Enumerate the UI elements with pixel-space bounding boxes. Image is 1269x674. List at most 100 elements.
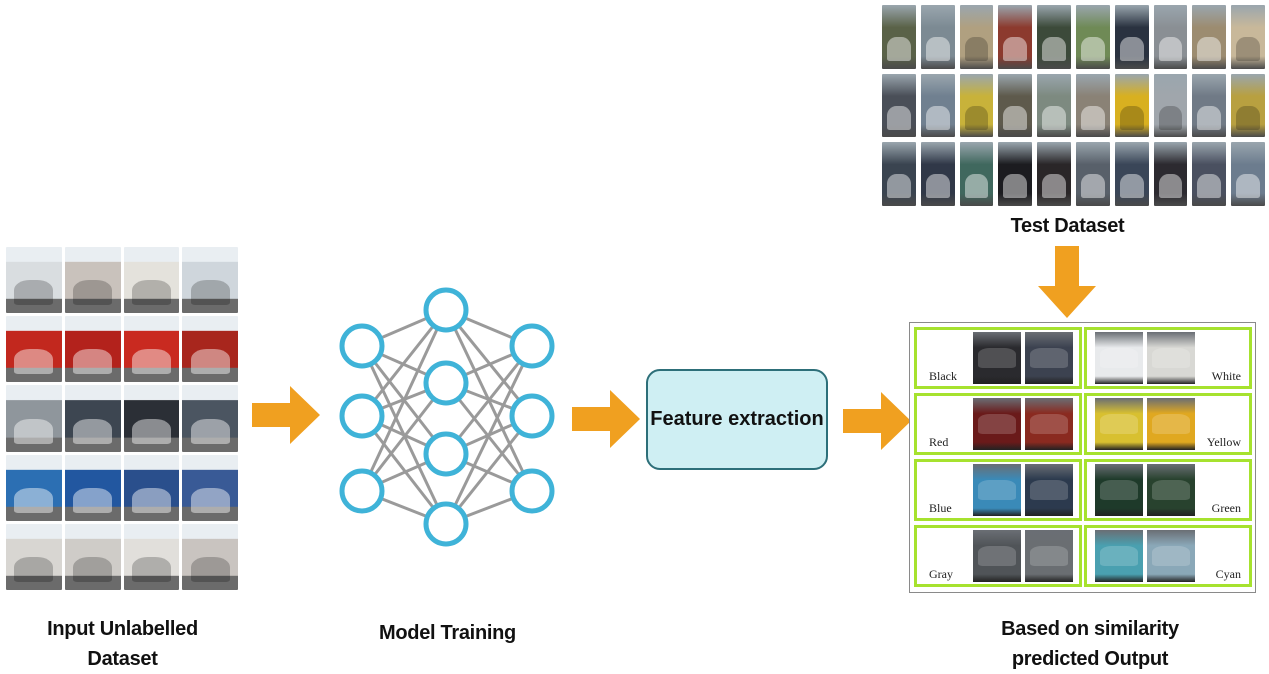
output-caption-line1: Based on similarity <box>1001 618 1179 640</box>
car-photo-yellow <box>1095 398 1143 450</box>
input-caption-line1: Input Unlabelled <box>47 618 198 640</box>
output-caption: Based on similarity predicted Output <box>985 614 1195 674</box>
car-photo-cyan <box>1095 530 1143 582</box>
car-photo-black <box>1025 332 1073 384</box>
test-vehicle-photo <box>1037 142 1071 206</box>
car-photo-green <box>1147 464 1195 516</box>
test-vehicle-photo <box>882 5 916 69</box>
test-vehicle-photo <box>1037 5 1071 69</box>
color-class-black: Black <box>914 327 1082 389</box>
vehicle-photo-buses <box>123 454 180 521</box>
color-class-gray: Gray <box>914 525 1082 587</box>
arrow-to-model <box>252 386 320 444</box>
vehicle-photo-ambulances <box>6 247 62 314</box>
test-vehicle-photo <box>1192 73 1227 138</box>
car-photo-gray <box>1025 530 1073 582</box>
test-vehicle-photo <box>1037 73 1071 138</box>
network-edge <box>360 382 448 492</box>
vehicle-photo-cars <box>123 385 180 452</box>
network-edge <box>360 415 448 525</box>
test-vehicle-photo <box>920 5 955 69</box>
network-edge <box>444 345 534 455</box>
color-class-red: Red <box>914 393 1082 455</box>
test-vehicle-photo <box>1114 142 1149 206</box>
test-vehicle-photo <box>1075 142 1110 206</box>
network-edge <box>444 415 534 525</box>
arrow-to-output <box>843 392 911 450</box>
car-photo-black <box>973 332 1021 384</box>
network-edge <box>360 309 448 417</box>
feature-extraction-label: Feature extraction <box>650 408 824 430</box>
vehicle-photo-fire-trucks <box>64 316 121 383</box>
test-vehicle-photo <box>959 142 994 206</box>
color-class-cyan: Cyan <box>1084 525 1252 587</box>
vehicle-photo-police-cars <box>182 523 238 590</box>
vehicle-photo-fire-trucks <box>182 316 238 383</box>
vehicle-photo-fire-trucks <box>123 316 180 383</box>
color-label: Gray <box>929 567 953 581</box>
car-photo-yellow <box>1147 398 1195 450</box>
test-vehicle-photo <box>1231 5 1265 69</box>
feature-extraction-box: Feature extraction <box>646 369 828 470</box>
color-label: Cyan <box>1215 567 1241 581</box>
test-vehicle-photo <box>1231 73 1265 138</box>
test-vehicle-photo <box>1153 5 1188 69</box>
color-class-blue: Blue <box>914 459 1082 521</box>
network-nodes <box>339 287 555 547</box>
color-label: White <box>1211 369 1241 383</box>
car-photo-blue <box>973 464 1021 516</box>
test-vehicle-photo <box>1153 73 1188 138</box>
color-label: Red <box>929 435 949 449</box>
output-caption-line2: predicted Output <box>1011 648 1169 670</box>
color-class-white: White <box>1084 327 1252 389</box>
model-training-caption: Model Training <box>379 622 516 644</box>
car-photo-cyan <box>1147 530 1195 582</box>
network-node <box>339 393 385 439</box>
color-class-yellow: Yellow <box>1084 393 1252 455</box>
neural-network-diagram <box>339 287 555 547</box>
color-class-green: Green <box>1084 459 1252 521</box>
arrow-test-to-output <box>1038 246 1096 318</box>
vehicle-photo-ambulances <box>64 247 121 314</box>
vehicle-photo-buses <box>182 454 238 521</box>
car-photo-red <box>1025 398 1073 450</box>
test-vehicle-photo <box>1075 5 1110 69</box>
color-label: Green <box>1211 501 1241 515</box>
car-photo-white <box>1147 332 1195 384</box>
test-vehicle-photo <box>1192 142 1227 206</box>
test-vehicle-photo <box>1114 5 1149 69</box>
network-node <box>423 287 469 333</box>
vehicle-photo-buses <box>6 454 62 521</box>
test-vehicle-photo <box>998 142 1033 206</box>
car-photo-red <box>973 398 1021 450</box>
network-connections <box>360 308 534 526</box>
test-vehicle-photo <box>1114 73 1149 138</box>
test-vehicle-photo <box>959 5 994 69</box>
car-photo-gray <box>973 530 1021 582</box>
vehicle-photo-ambulances <box>123 247 180 314</box>
test-dataset-caption: Test Dataset <box>1010 215 1125 237</box>
test-vehicle-photo <box>882 142 916 206</box>
color-label: Black <box>929 369 957 383</box>
vehicle-photo-cars <box>6 385 62 452</box>
color-label: Yellow <box>1206 435 1241 449</box>
input-dataset-caption: Input Unlabelled Dataset <box>20 614 225 674</box>
network-node <box>509 393 555 439</box>
vehicle-photo-fire-trucks <box>6 316 62 383</box>
vehicle-photo-cars <box>64 385 121 452</box>
vehicle-photo-ambulances <box>182 247 238 314</box>
test-vehicle-photo <box>882 73 916 138</box>
color-label: Blue <box>929 501 952 515</box>
vehicle-photo-police-cars <box>6 523 62 590</box>
input-dataset-image-grid <box>6 247 238 590</box>
network-node <box>509 468 555 514</box>
test-vehicle-photo <box>998 5 1033 69</box>
arrow-to-feature <box>572 390 640 448</box>
network-node <box>423 501 469 547</box>
network-node <box>339 468 385 514</box>
test-vehicle-photo <box>920 73 955 138</box>
network-node <box>509 323 555 369</box>
test-vehicle-photo <box>1192 5 1227 69</box>
car-photo-blue <box>1025 464 1073 516</box>
